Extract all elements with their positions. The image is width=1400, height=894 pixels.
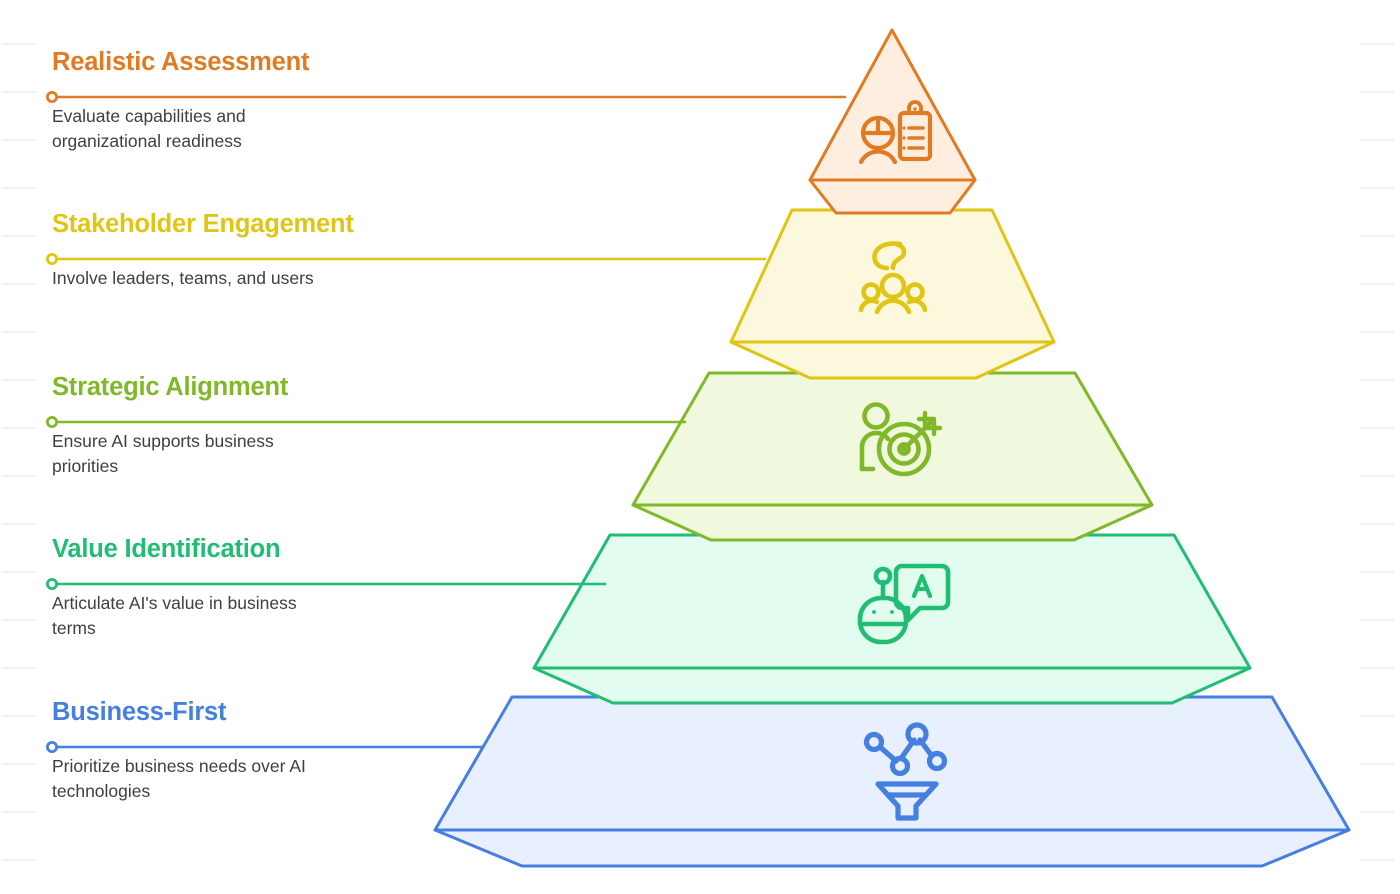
- tier-3-connector: [46, 415, 686, 428]
- pyramid-tier-4-value-identification[interactable]: [532, 533, 1252, 705]
- people-group-collaboration-icon: [858, 241, 928, 315]
- left-edge-grid-texture: [2, 0, 36, 894]
- tier-2-connector: [46, 252, 766, 265]
- tier-1-connector-dot: [46, 91, 59, 104]
- tier-4-label-block: Value Identification Articulate AI's val…: [52, 535, 297, 641]
- pyramid-tier-2-stakeholder-engagement[interactable]: [729, 208, 1056, 380]
- tier-1-top-face: [808, 28, 977, 182]
- tier-5-label-block: Business-First Prioritize business needs…: [52, 698, 306, 804]
- tier-5-connector-dot: [46, 741, 59, 754]
- tier-5-title: Business-First: [52, 698, 227, 726]
- tier-4-base-slab: [532, 666, 1252, 705]
- network-nodes-funnel-icon: [863, 722, 948, 821]
- tier-4-title: Value Identification: [52, 535, 281, 563]
- tier-4-description: Articulate AI's value in business terms: [52, 593, 297, 638]
- pyramid-tier-3-strategic-alignment[interactable]: [631, 371, 1154, 542]
- tier-2-label-block: Stakeholder Engagement Involve leaders, …: [52, 210, 354, 291]
- tier-5-base-slab: [433, 828, 1351, 868]
- tier-3-title: Strategic Alignment: [52, 373, 289, 401]
- tier-1-description: Evaluate capabilities and organizational…: [52, 106, 246, 151]
- tier-4-title-gap: [52, 563, 297, 590]
- tier-3-title-gap: [52, 401, 288, 428]
- pyramid-tier-5-business-first[interactable]: [433, 695, 1351, 868]
- tier-4-connector-dot: [46, 578, 59, 591]
- tier-2-description: Involve leaders, teams, and users: [52, 268, 314, 289]
- tier-2-title: Stakeholder Engagement: [52, 210, 354, 238]
- tier-3-base-slab: [631, 503, 1154, 542]
- tier-3-connector-dot: [46, 415, 59, 428]
- tier-1-connector: [46, 91, 846, 104]
- tier-3-label-block: Strategic Alignment Ensure AI supports b…: [52, 373, 288, 479]
- tier-5-title-gap: [52, 726, 306, 753]
- pyramid-tier-1-realistic-assessment[interactable]: [808, 28, 977, 215]
- robot-speech-bubble-icon: [857, 563, 951, 645]
- tier-5-connector: [46, 741, 484, 754]
- person-target-dart-icon: [859, 402, 943, 477]
- tier-4-connector: [46, 578, 606, 591]
- tier-2-connector-dot: [46, 252, 59, 265]
- tier-5-description: Prioritize business needs over AI techno…: [52, 756, 306, 801]
- tier-1-base-slab: [808, 178, 977, 215]
- tier-2-title-gap: [52, 238, 354, 265]
- right-edge-grid-texture: [1360, 0, 1394, 894]
- tier-3-description: Ensure AI supports business priorities: [52, 431, 274, 476]
- tier-1-title-gap: [52, 76, 309, 103]
- tier-1-label-block: Realistic Assessment Evaluate capabiliti…: [52, 48, 309, 154]
- person-clipboard-assessment-icon: [858, 100, 933, 165]
- tier-1-title: Realistic Assessment: [52, 48, 310, 76]
